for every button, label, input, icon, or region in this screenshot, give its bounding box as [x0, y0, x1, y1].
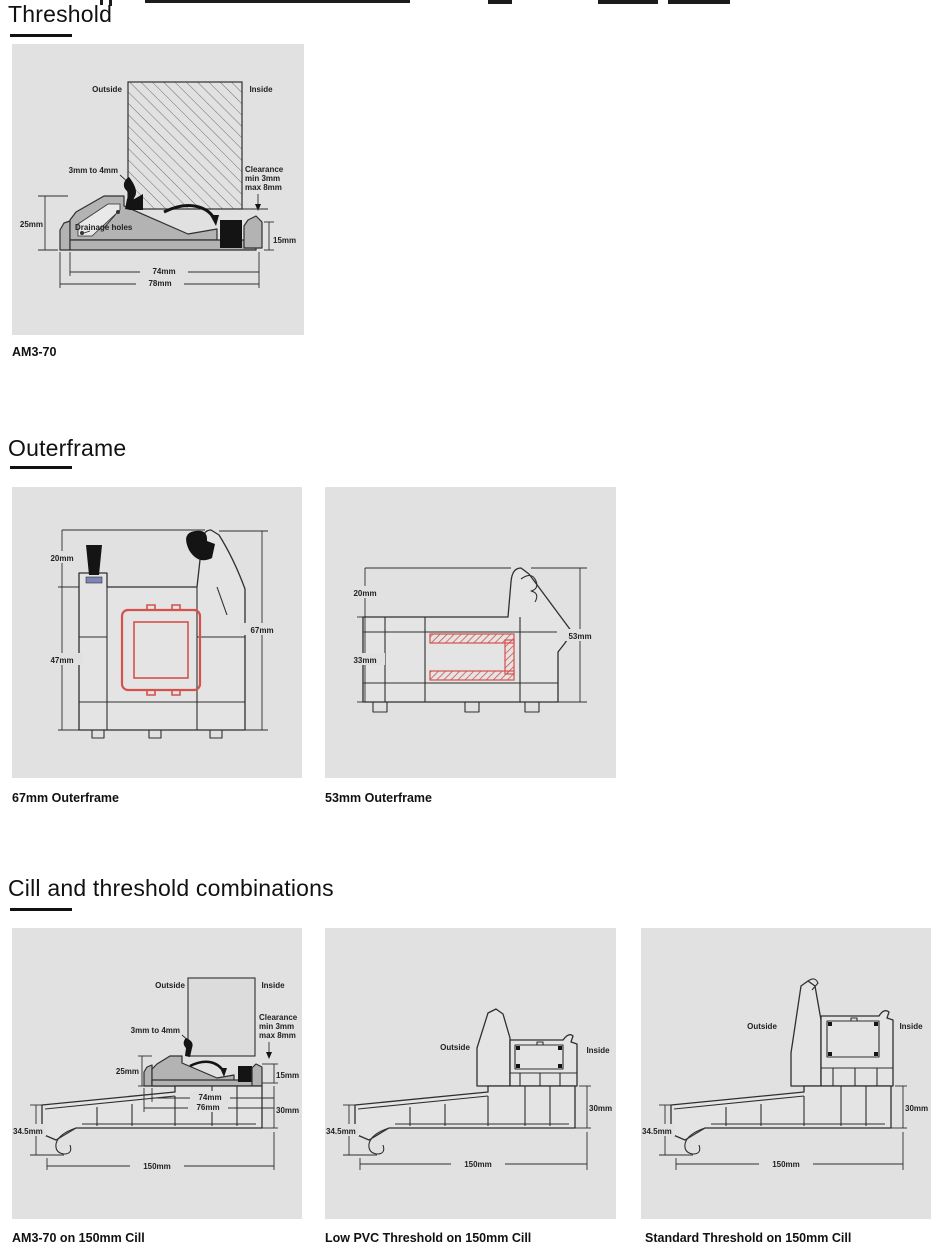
caption-standard-cill: Standard Threshold on 150mm Cill [645, 1231, 852, 1245]
caption-67mm-outerframe: 67mm Outerframe [12, 791, 119, 805]
clearance-annotation: Clearance min 3mm max 8mm [259, 1013, 298, 1059]
caption-low-pvc-cill: Low PVC Threshold on 150mm Cill [325, 1231, 532, 1245]
top-cutoff-bar [145, 0, 410, 3]
figure-panel-am3-70: Outside Inside 3mm to 4mm Clearance min … [12, 44, 304, 335]
cill-profile [354, 1085, 576, 1155]
section-title-combinations: Cill and threshold combinations [8, 875, 334, 901]
dim-150mm: 150mm [143, 1162, 171, 1171]
dim-74mm: 74mm [198, 1093, 221, 1102]
figure-panel-am3-70-cill: Outside Inside 3mm to 4mm Clearance min … [12, 928, 302, 1219]
svg-text:Clearance: Clearance [245, 165, 284, 174]
dim-34-5mm: 34.5mm [13, 1127, 43, 1136]
caption-am3-70: AM3-70 [12, 345, 57, 359]
figure-panel-standard-cill: Outside Inside 30mm [641, 928, 931, 1219]
dimension-lines: 30mm 34.5mm 150mm [325, 1085, 612, 1170]
svg-text:min 3mm: min 3mm [259, 1022, 294, 1031]
label-gap: 3mm to 4mm [69, 166, 118, 175]
section-title-outerframe: Outerframe [8, 435, 127, 461]
dim-74mm: 74mm [152, 267, 175, 276]
svg-text:max 8mm: max 8mm [245, 183, 282, 192]
label-inside: Inside [261, 981, 285, 990]
caption-53mm-outerframe: 53mm Outerframe [325, 791, 432, 805]
frame-profile [78, 529, 246, 739]
dim-53mm: 53mm [568, 632, 591, 641]
dim-30mm: 30mm [905, 1104, 928, 1113]
cill-profile [670, 1085, 892, 1155]
label-outside: Outside [440, 1043, 470, 1052]
section-title-threshold: Threshold [8, 1, 113, 27]
standard-threshold-diagram: Outside Inside 30mm [641, 978, 928, 1170]
top-cutoff-bar [488, 0, 512, 4]
label-outside: Outside [92, 85, 122, 94]
top-cutoff-bar [598, 0, 658, 4]
dim-150mm: 150mm [772, 1160, 800, 1169]
svg-text:min 3mm: min 3mm [245, 174, 280, 183]
svg-text:max 8mm: max 8mm [259, 1031, 296, 1040]
svg-text:Clearance: Clearance [259, 1013, 298, 1022]
figure-panel-67mm-outerframe: 20mm 47mm 67mm [12, 487, 302, 778]
dim-25mm: 25mm [116, 1067, 139, 1076]
door-leaf-section [187, 977, 256, 1057]
dim-30mm: 30mm [276, 1106, 299, 1115]
title-underline [10, 34, 72, 37]
steel-reinforcement [120, 604, 202, 696]
dim-30mm: 30mm [589, 1104, 612, 1113]
drainage-leaders [83, 213, 117, 234]
dim-20mm: 20mm [50, 554, 73, 563]
dim-78mm: 78mm [148, 279, 171, 288]
outerframe-53mm-diagram: 20mm 33mm 53mm [345, 567, 603, 713]
outerframe-67mm-diagram: 20mm 47mm 67mm [42, 529, 284, 739]
figure-panel-53mm-outerframe: 20mm 33mm 53mm [325, 487, 616, 778]
top-cutoff-bar [668, 0, 730, 4]
dim-34-5mm: 34.5mm [326, 1127, 356, 1136]
threshold-profile [143, 1038, 263, 1087]
dim-67mm: 67mm [250, 626, 273, 635]
clearance-annotation: Clearance min 3mm max 8mm [242, 165, 284, 211]
dim-76mm: 76mm [196, 1103, 219, 1112]
caption-am3-70-cill: AM3-70 on 150mm Cill [12, 1231, 145, 1245]
dimension-lines: 30mm 34.5mm 150mm [641, 1085, 928, 1170]
dim-25mm: 25mm [20, 220, 43, 229]
dim-33mm: 33mm [353, 656, 376, 665]
label-outside: Outside [747, 1022, 777, 1031]
dim-15mm: 15mm [276, 1071, 299, 1080]
threshold-profile [59, 177, 263, 251]
low-pvc-threshold-diagram: Outside Inside 30mm [325, 1008, 612, 1170]
label-inside: Inside [249, 85, 273, 94]
top-cutoff-mark [109, 0, 112, 6]
figure-panel-low-pvc-cill: Outside Inside 30mm [325, 928, 616, 1219]
title-underline [10, 908, 72, 911]
dim-34-5mm: 34.5mm [642, 1127, 672, 1136]
steel-reinforcement [429, 633, 515, 681]
threshold-am3-70-diagram: Outside Inside 3mm to 4mm Clearance min … [20, 81, 296, 288]
label-outside: Outside [155, 981, 185, 990]
top-cutoff-mark [100, 0, 103, 5]
dimension-lines: 20mm 33mm 53mm [345, 567, 603, 703]
am3-70-on-cill-diagram: Outside Inside 3mm to 4mm Clearance min … [12, 977, 299, 1172]
dim-15mm: 15mm [273, 236, 296, 245]
dim-20mm: 20mm [353, 589, 376, 598]
dim-47mm: 47mm [50, 656, 73, 665]
threshold-profile [790, 978, 894, 1087]
dimension-lines: 25mm 15mm 74mm 78mm [20, 195, 296, 288]
threshold-profile [476, 1008, 578, 1087]
dimension-lines: 25mm 15mm 74mm 76mm 30mm [12, 1055, 299, 1172]
label-gap: 3mm to 4mm [131, 1026, 180, 1035]
label-inside: Inside [586, 1046, 610, 1055]
dimension-lines: 20mm 47mm 67mm [42, 529, 284, 731]
label-inside: Inside [899, 1022, 923, 1031]
dim-150mm: 150mm [464, 1160, 492, 1169]
title-underline [10, 466, 72, 469]
door-leaf-section [127, 81, 243, 210]
